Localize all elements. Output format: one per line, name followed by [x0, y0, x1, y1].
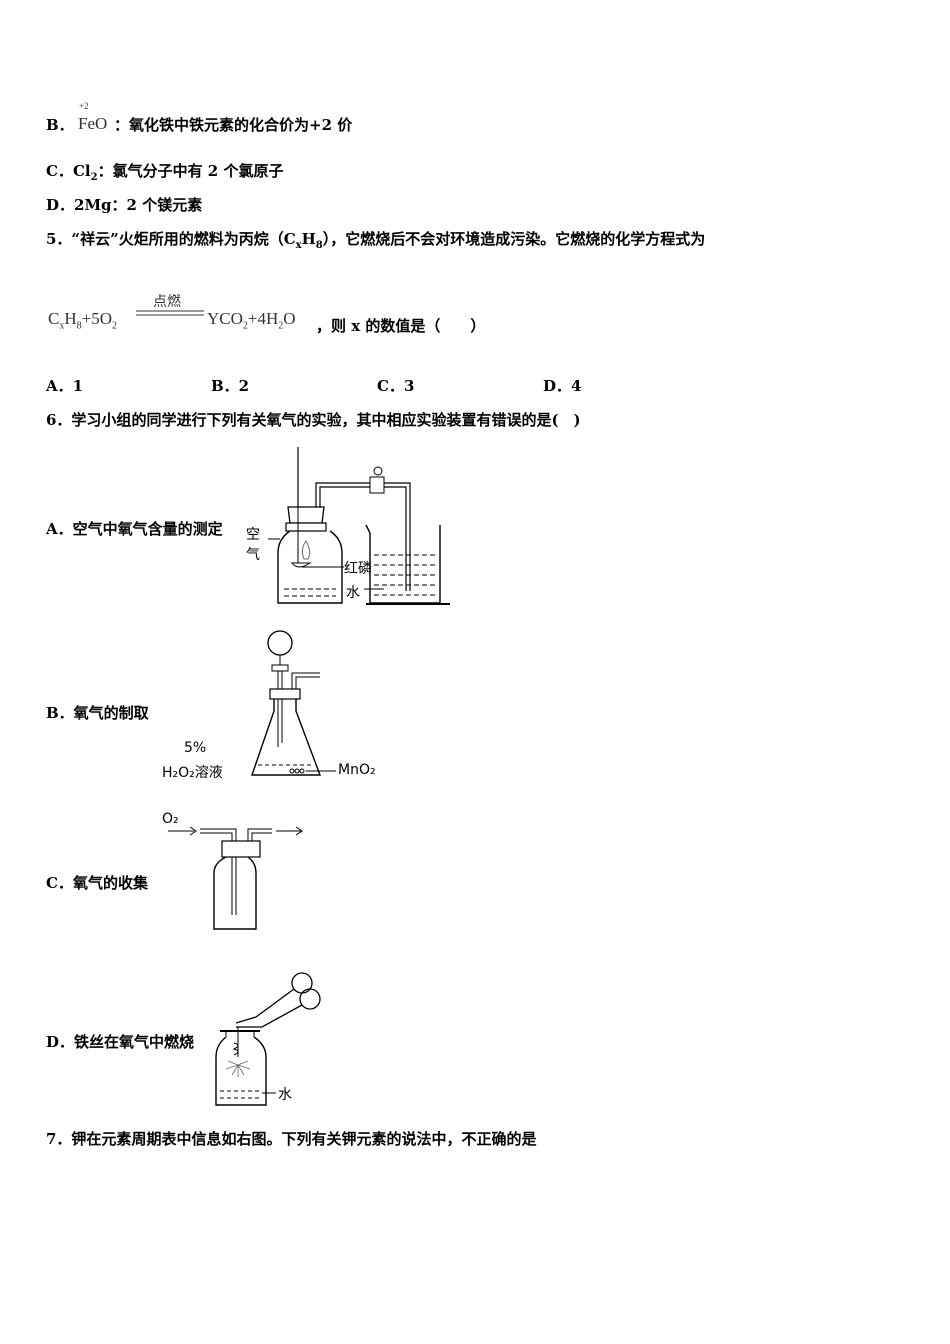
q5-option-d: D．4: [543, 377, 582, 395]
q5-question: ，则 x 的数值是（ ）: [316, 317, 486, 335]
label-red-phosphorus: 红磷: [344, 561, 372, 577]
equation-right: YCO2+4H2O: [207, 309, 296, 332]
feo-formula: FeO: [78, 114, 108, 133]
option-b-label: B．: [46, 116, 74, 134]
equation-left: CxH8+5O2: [48, 309, 117, 332]
q5-stem: 5．“祥云”火炬所用的燃料为丙烷（CxH8），它燃烧后不会对环境造成污染。它燃烧…: [46, 230, 706, 251]
label-air-2: 气: [246, 547, 260, 563]
option-d: D．2Mg：2 个镁元素: [46, 196, 203, 214]
option-b-text: ：氧化铁中铁元素的化合价为+2 价: [114, 116, 353, 134]
option-c: C．Cl2：氯气分子中有 2 个氯原子: [46, 162, 284, 183]
valence-mark: +2: [79, 101, 89, 111]
q6-stem: 6．学习小组的同学进行下列有关氧气的实验，其中相应实验装置有错误的是( ): [46, 411, 581, 429]
equation-arrow: [136, 309, 204, 317]
figure-d-apparatus: [206, 965, 326, 1115]
label-air-1: 空: [246, 527, 260, 543]
equation-condition: 点燃: [153, 294, 181, 310]
q5-option-c: C．3: [377, 377, 415, 395]
label-water-d: 水: [278, 1087, 292, 1103]
label-o2: O₂: [162, 811, 179, 827]
figure-c-apparatus: [168, 815, 308, 935]
label-mno2: MnO₂: [338, 762, 376, 778]
label-h2o2-solution: H₂O₂溶液: [162, 765, 223, 781]
q6-option-d: D．铁丝在氧气中燃烧: [46, 1033, 195, 1051]
q5-option-b: B．2: [211, 377, 250, 395]
label-water-a: 水: [346, 585, 360, 601]
q6-option-c: C．氧气的收集: [46, 874, 148, 892]
q5-option-a: A．1: [46, 377, 84, 395]
q6-option-a: A．空气中氧气含量的测定: [46, 520, 223, 538]
q7-stem: 7．钾在元素周期表中信息如右图。下列有关钾元素的说法中，不正确的是: [46, 1130, 537, 1148]
figure-a-apparatus: [240, 443, 460, 613]
label-concentration: 5%: [184, 740, 207, 756]
option-b: B．: [46, 116, 74, 134]
figure-b-apparatus: [240, 625, 360, 785]
q6-option-b: B．氧气的制取: [46, 704, 149, 722]
